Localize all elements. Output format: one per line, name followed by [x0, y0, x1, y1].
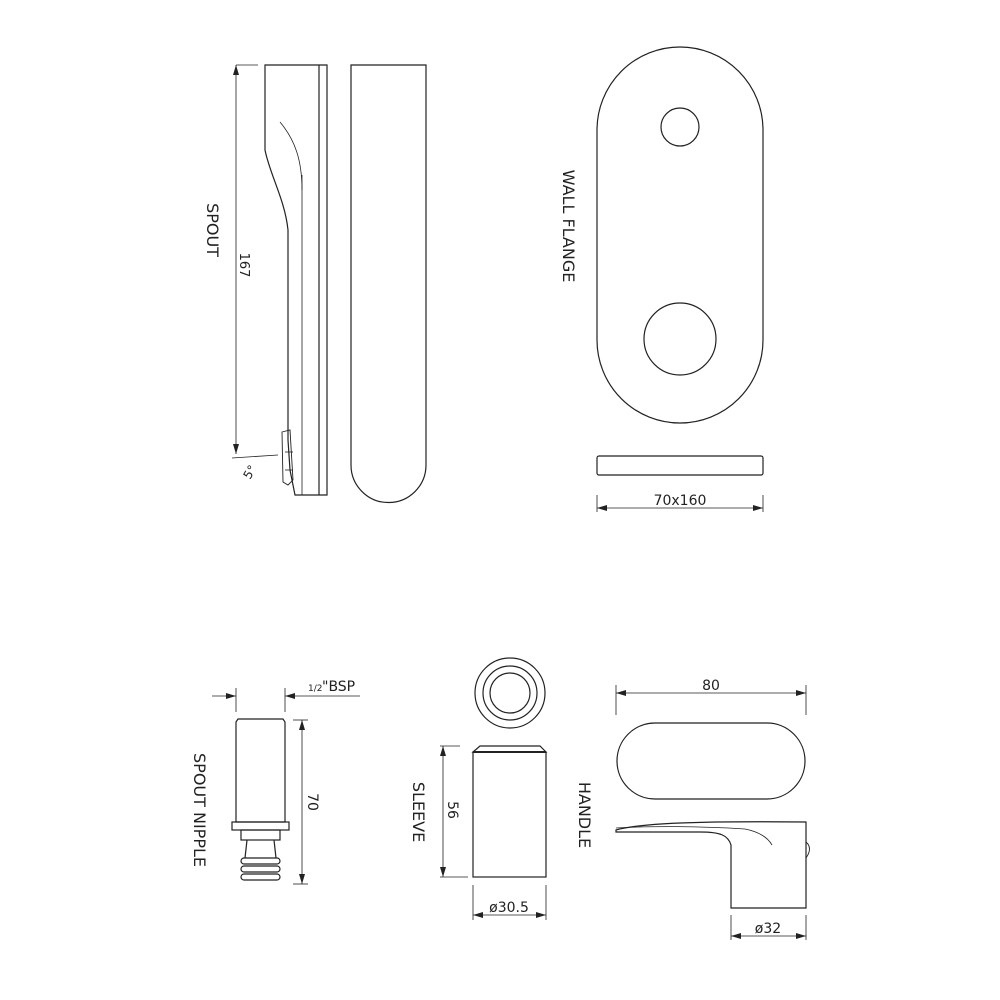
sleeve-side-view — [440, 745, 548, 920]
sleeve-label: SLEEVE — [409, 782, 428, 842]
spout-nipple-drawing — [212, 688, 360, 885]
spout-angle-dimension: 5° — [240, 463, 259, 482]
wall-flange-front-view — [596, 46, 764, 424]
handle-top-view — [615, 685, 807, 800]
spout-nipple-thread-fraction: 1/2 — [308, 684, 322, 694]
spout-front-view — [350, 64, 427, 504]
sleeve-diameter-dimension: ø30.5 — [489, 900, 529, 916]
wall-flange-size-dimension: 70x160 — [654, 493, 707, 509]
spout-label: SPOUT — [203, 203, 222, 257]
wall-flange-side-view — [596, 455, 764, 476]
spout-nipple-label: SPOUT NIPPLE — [190, 753, 209, 867]
spout-side-view — [231, 64, 328, 496]
wall-flange-dimension — [596, 495, 764, 512]
spout-length-dimension: 167 — [236, 253, 251, 278]
sleeve-length-dimension: 56 — [444, 801, 460, 819]
sleeve-top-view — [474, 657, 546, 729]
handle-label: HANDLE — [575, 782, 594, 848]
handle-side-view — [615, 821, 810, 940]
spout-nipple-thread-dimension: "BSP — [322, 679, 355, 695]
handle-length-dimension: 80 — [702, 678, 720, 694]
spout-nipple-length-dimension: 70 — [304, 793, 320, 811]
wall-flange-label: WALL FLANGE — [559, 170, 578, 283]
handle-diameter-dimension: ø32 — [755, 921, 781, 937]
